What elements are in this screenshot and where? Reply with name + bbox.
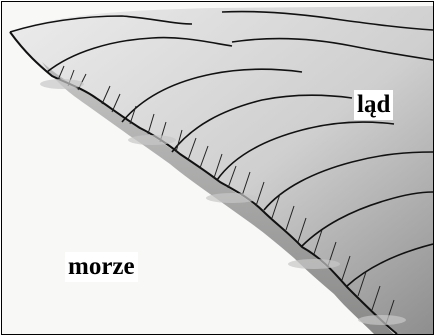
coastline-illustration bbox=[2, 2, 433, 334]
sea-label: morze bbox=[65, 252, 138, 282]
land-label: ląd bbox=[354, 90, 393, 120]
